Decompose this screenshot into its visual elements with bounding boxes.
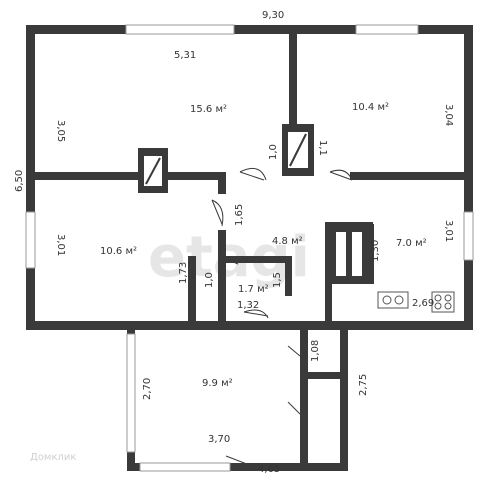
dim-storage-height: 2,75 [358,374,369,396]
walls [26,25,473,471]
dim-total-height: 6,50 [14,170,25,192]
stove-icon [431,291,455,313]
doors [211,167,353,467]
dim-kitchen-width: 2,69 [412,298,434,309]
dim-room3-height: 3,01 [55,234,66,256]
area-bath: 1.7 м² [238,284,269,295]
dim-bath-small: 1,5 [272,272,283,288]
area-room3: 10.6 м² [100,246,137,257]
dim-corridor-right: 1,1 [317,140,328,156]
dim-storage-top: 1,08 [310,340,321,362]
area-kitchen: 7.0 м² [396,238,427,249]
dim-ext-width: 4,65 [258,464,280,475]
dim-kitchen-height: 3,01 [443,220,454,242]
dim-kitchen-inner: 1,30 [370,240,381,262]
dim-bath-side: 1,73 [178,262,189,284]
sink-icon [377,291,409,309]
kitchen-column [328,224,374,284]
area-veranda: 9.9 м² [202,378,233,389]
area-hall: 4.8 м² [272,236,303,247]
dim-veranda-height: 2,70 [142,378,153,400]
dim-corridor-depth: 1,65 [234,204,245,226]
dim-veranda-width: 3,70 [208,434,230,445]
dim-corridor-left: 1,0 [268,144,279,160]
dim-bath-inner: 1,0 [204,272,215,288]
area-room2: 10.4 м² [352,102,389,113]
dim-bath-width: 1,32 [237,300,259,311]
dim-room1-width: 5,31 [174,50,196,61]
domclick-logo: Домклик [30,452,76,463]
area-room1: 15.6 м² [190,104,227,115]
dim-total-width: 9,30 [262,10,284,21]
windows [25,24,474,472]
dim-room1-height: 3,05 [55,120,66,142]
stove-heater-icon [138,124,314,193]
dim-room2-height: 3,04 [443,104,454,126]
